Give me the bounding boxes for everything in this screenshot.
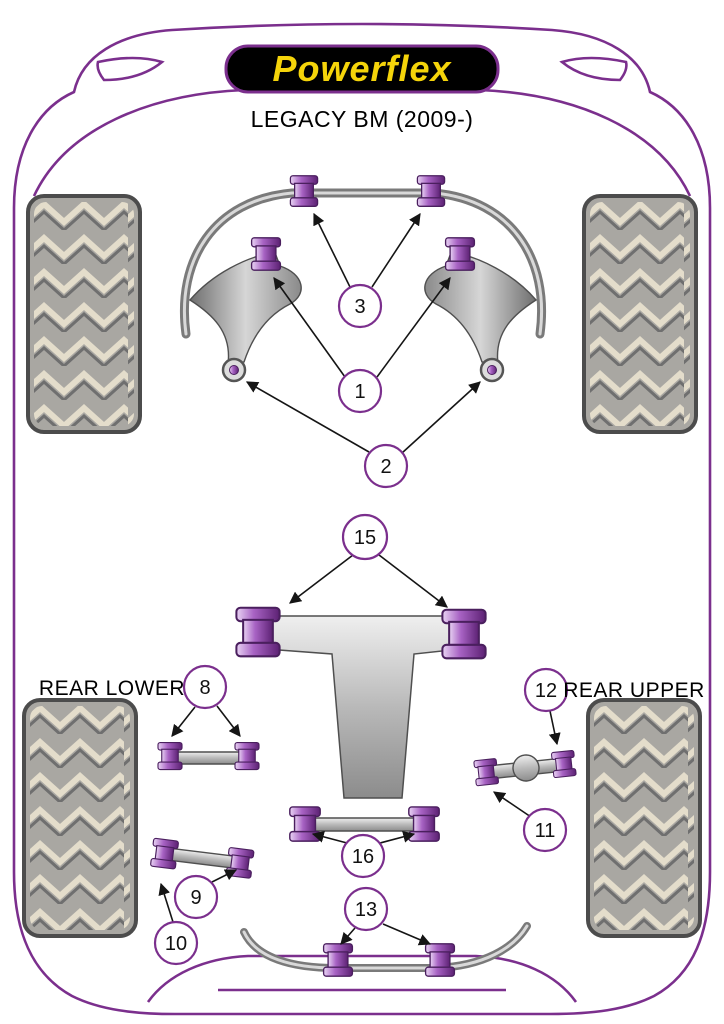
callout-arrows xyxy=(158,212,561,946)
callout-3: 3 xyxy=(337,283,383,329)
callout-10-number: 10 xyxy=(165,933,187,955)
rear-lower-arm xyxy=(157,741,260,771)
callout-11-number: 11 xyxy=(535,820,556,842)
callout-1-number: 1 xyxy=(354,381,365,403)
callout-13-number: 13 xyxy=(355,899,377,921)
tire-rear-left xyxy=(22,698,138,938)
car-outer-outline xyxy=(12,22,712,1016)
rear-arb-bushing-right xyxy=(424,943,456,977)
callout-1: 1 xyxy=(337,368,383,414)
car-body-outline xyxy=(12,22,712,1016)
subframe-bushing-left xyxy=(235,606,281,658)
headlight-left xyxy=(96,56,165,82)
tire-front-left xyxy=(26,194,142,434)
tire-front-right xyxy=(582,194,698,434)
lower-arm-bushing-left xyxy=(157,741,183,771)
rear-trailing-arm xyxy=(289,806,440,842)
callout-15: 15 xyxy=(341,513,389,561)
callout-12-number: 12 xyxy=(535,680,557,702)
logo-text: Powerflex xyxy=(272,48,452,89)
front-control-arm-left xyxy=(189,249,302,383)
page-title: LEGACY BM (2009-) xyxy=(251,106,474,132)
arm-bushing-left xyxy=(250,237,282,271)
label-rear-upper: REAR UPPER xyxy=(563,679,705,702)
callout-12: 12 xyxy=(523,667,569,713)
callout-15-number: 15 xyxy=(354,527,376,549)
callout-16: 16 xyxy=(340,833,386,879)
callout-13: 13 xyxy=(343,886,389,932)
brand-logo: Powerflex xyxy=(224,44,500,94)
arm-bushing-right xyxy=(444,237,476,271)
trunk-line xyxy=(146,954,578,1003)
callout-8-number: 8 xyxy=(199,677,210,699)
callout-3-number: 3 xyxy=(354,296,365,318)
callout-10: 10 xyxy=(153,920,199,966)
rear-upper-arm xyxy=(473,749,577,787)
front-anti-roll-bar xyxy=(180,188,546,339)
logo-badge xyxy=(224,44,500,94)
label-rear-lower: REAR LOWER xyxy=(39,677,185,700)
trailing-arm-bushing-right xyxy=(408,806,440,842)
trailing-arm-bushing-left xyxy=(289,806,321,842)
lower-arm-bushing-right xyxy=(234,741,260,771)
headlight-right xyxy=(559,56,628,82)
front-control-arm-right xyxy=(424,249,537,383)
callout-9: 9 xyxy=(173,874,219,920)
tire-rear-right xyxy=(586,698,702,938)
rear-subframe xyxy=(235,606,487,799)
arb-bushing-left xyxy=(289,175,319,207)
callout-8: 8 xyxy=(182,664,228,710)
callout-2-number: 2 xyxy=(380,456,391,478)
callout-2: 2 xyxy=(363,443,409,489)
rear-arb-bushing-left xyxy=(322,943,354,977)
rear-anti-roll-bar xyxy=(240,922,531,977)
callouts: 3 1 2 15 8 12 11 16 xyxy=(153,283,569,966)
subframe-bushing-right xyxy=(441,608,487,660)
callout-9-number: 9 xyxy=(190,887,201,909)
callout-11: 11 xyxy=(522,807,568,853)
rear-left-link-arm xyxy=(149,837,255,879)
arb-bushing-right xyxy=(416,175,446,207)
callout-16-number: 16 xyxy=(352,846,374,868)
